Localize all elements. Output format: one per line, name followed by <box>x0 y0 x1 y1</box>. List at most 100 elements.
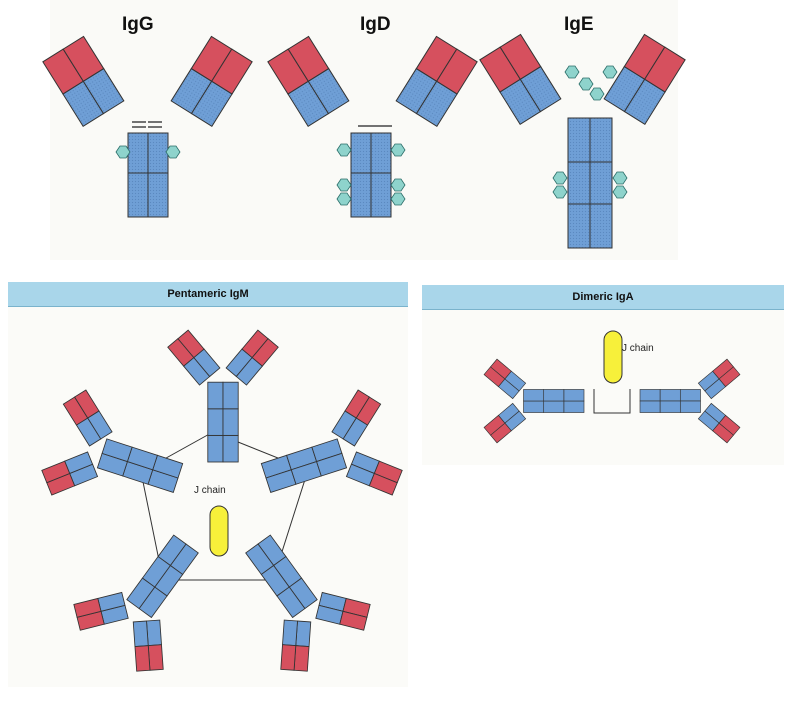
fab-arm <box>331 389 382 447</box>
igd-label: IgD <box>360 14 391 35</box>
igm-j-chain-label: J chain <box>194 485 226 496</box>
constant-domain <box>543 389 565 402</box>
constant-domain <box>543 400 565 413</box>
variable-domain <box>251 338 279 367</box>
fab-arm <box>315 591 371 631</box>
constant-domain <box>222 381 239 410</box>
variable-domain <box>490 358 512 380</box>
fab-arm <box>167 329 221 386</box>
carbohydrate-icon <box>390 192 406 206</box>
variable-domain <box>483 414 506 436</box>
constant-domain <box>639 389 661 402</box>
igd-left-arm <box>267 35 350 127</box>
igg-molecule <box>42 35 253 218</box>
constant-domain <box>126 577 156 610</box>
variable-domain <box>280 644 297 671</box>
fab-arm <box>697 402 741 444</box>
igd-fc <box>350 132 392 218</box>
constant-domain <box>276 586 306 619</box>
iga-panel-title: Dimeric IgA <box>422 285 784 310</box>
monomer-1 <box>167 329 279 463</box>
constant-domain <box>679 389 701 402</box>
carbohydrate-icon <box>336 143 352 157</box>
igm-j-chain <box>209 505 229 557</box>
monomer-a1 <box>483 358 585 444</box>
pentameric-igm-diagram: J chain <box>41 329 403 672</box>
pentameric-igm-panel: Pentameric IgM J chain <box>8 282 408 687</box>
variable-domain <box>293 645 310 672</box>
igd-molecule <box>267 35 478 218</box>
constant-domain <box>101 438 133 463</box>
constant-domain <box>282 619 298 647</box>
fab-arm <box>483 402 527 444</box>
constant-domain <box>563 389 585 402</box>
carbohydrate-icon <box>589 87 605 101</box>
carbohydrate-icon <box>336 192 352 206</box>
fab-arm <box>41 451 99 496</box>
variable-domain <box>177 329 205 359</box>
variable-domain <box>147 644 164 671</box>
constant-domain <box>639 400 661 413</box>
igm-monomers <box>41 329 403 672</box>
ige-left-arm <box>479 33 562 125</box>
constant-domain <box>132 620 149 648</box>
variable-domain <box>41 460 71 484</box>
variable-domain <box>73 597 102 618</box>
ige-label: IgE <box>564 14 594 35</box>
igg-label: IgG <box>122 14 154 35</box>
monomer-isotypes-panel: IgG IgD IgE <box>42 0 686 260</box>
variable-domain <box>74 389 100 419</box>
variable-domain <box>339 610 368 631</box>
constant-domain <box>222 408 239 436</box>
carbohydrate-icon <box>552 171 568 185</box>
variable-domain <box>355 396 382 426</box>
iga-monomers <box>483 358 741 444</box>
constant-domain <box>523 389 545 402</box>
monomer-isotypes-diagram: IgG IgD IgE <box>42 14 686 249</box>
ige-fc <box>567 117 613 249</box>
monomer-4 <box>73 534 199 672</box>
igm-panel-title: Pentameric IgM <box>8 282 408 307</box>
constant-domain <box>316 452 348 477</box>
constant-domain <box>146 619 162 647</box>
constant-domain <box>659 389 681 402</box>
dimeric-iga-panel: Dimeric IgA J chain <box>422 285 784 465</box>
constant-domain <box>523 400 545 413</box>
constant-domain <box>207 408 224 436</box>
iga-j-chain <box>603 330 623 384</box>
constant-domain <box>222 434 239 463</box>
igd-right-arm <box>395 35 478 127</box>
variable-domain <box>134 645 151 672</box>
fab-arm <box>225 329 279 386</box>
constant-domain <box>295 620 312 648</box>
monomer-3 <box>245 534 371 672</box>
carbohydrate-icon <box>612 185 628 199</box>
fab-arm <box>345 451 403 496</box>
monomer-5 <box>41 389 184 496</box>
variable-domain <box>368 472 398 496</box>
constant-domain <box>563 400 585 413</box>
carbohydrate-icon <box>552 185 568 199</box>
fab-arm <box>280 619 312 672</box>
carbohydrate-icon <box>115 145 131 159</box>
constant-domain <box>659 400 681 413</box>
monomer-a2 <box>639 358 741 444</box>
carbohydrate-icon <box>390 178 406 192</box>
carbohydrate-icon <box>578 77 594 91</box>
constant-domain <box>679 400 701 413</box>
carbohydrate-icon <box>165 145 181 159</box>
constant-domain <box>207 381 224 410</box>
constant-domain <box>207 434 224 463</box>
carbohydrate-icon <box>602 65 618 79</box>
carbohydrate-icon <box>336 178 352 192</box>
variable-domain <box>712 422 734 444</box>
monomer-2 <box>260 389 403 496</box>
carbohydrate-icon <box>390 143 406 157</box>
igg-right-arm <box>170 35 253 127</box>
fab-arm <box>62 389 113 447</box>
ige-right-arm <box>603 33 686 125</box>
igg-left-arm <box>42 35 125 127</box>
igg-fc <box>127 132 169 218</box>
dimeric-iga-diagram: J chain <box>483 330 741 444</box>
carbohydrate-icon <box>612 171 628 185</box>
